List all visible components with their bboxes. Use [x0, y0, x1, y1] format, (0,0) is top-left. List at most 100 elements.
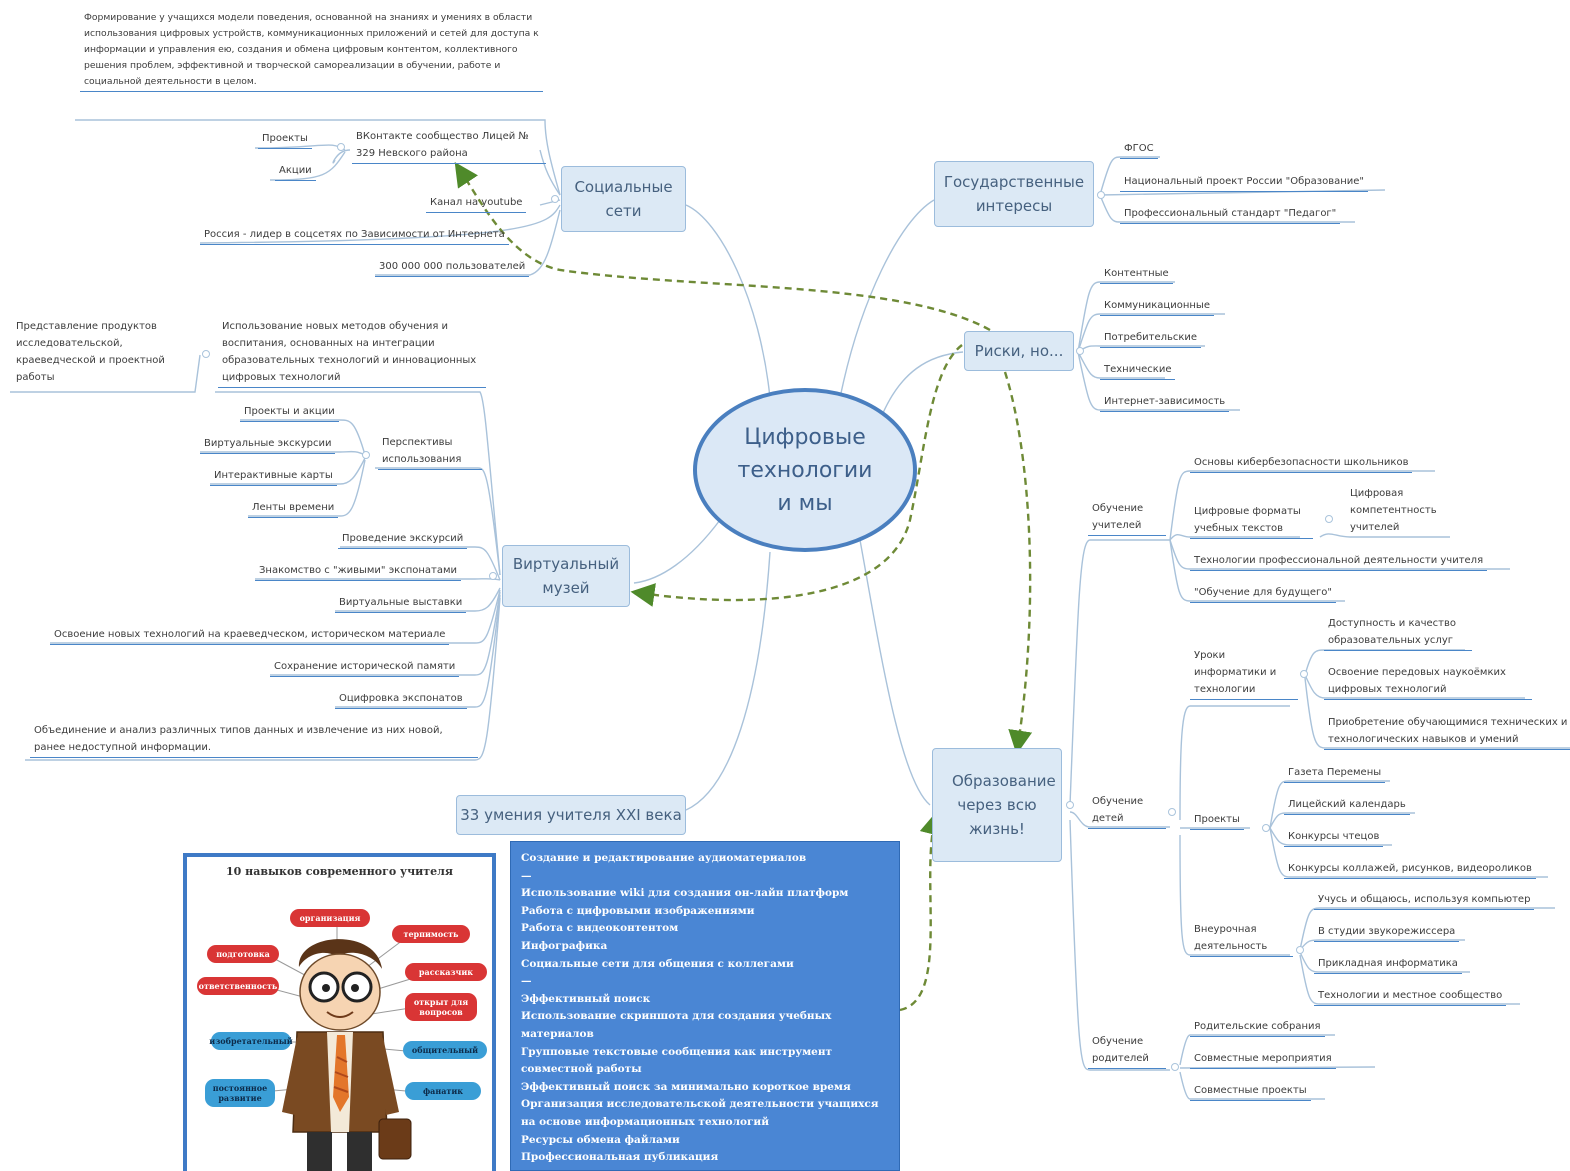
edu-parents-events[interactable]: Совместные мероприятия [1190, 1050, 1336, 1069]
risk-item-consumer[interactable]: Потребительские [1100, 329, 1202, 348]
edu-children-lessons[interactable]: Уроки информатики и технологии [1190, 647, 1298, 700]
edu-teachers-digital-formats[interactable]: Цифровые форматы учебных текстов [1190, 503, 1313, 539]
collapse-dot[interactable] [362, 451, 370, 459]
edu-teachers-future[interactable]: "Обучение для будущего" [1190, 584, 1336, 603]
collapse-dot[interactable] [1262, 824, 1270, 832]
collapse-dot[interactable] [1300, 670, 1308, 678]
state-title-2: интересы [975, 197, 1053, 215]
topic-risks[interactable]: Риски, но... [964, 331, 1074, 371]
collapse-dot[interactable] [489, 572, 497, 580]
topic-social-networks[interactable]: Социальные сети [561, 166, 686, 232]
museum-item-new-tech[interactable]: Освоение новых технологий на краеведческ… [50, 626, 450, 645]
topic-virtual-museum[interactable]: Виртуальный музей [502, 545, 630, 607]
edu-parents-meetings[interactable]: Родительские собрания [1190, 1018, 1325, 1037]
poster-tag-open: открыт для вопросов [405, 993, 477, 1021]
museum-prospect-virtual-tours[interactable]: Виртуальные экскурсии [200, 435, 336, 454]
edu-teachers-technologies[interactable]: Технологии профессиональной деятельности… [1190, 552, 1488, 571]
poster-tag-responsibility: ответственность [197, 977, 279, 995]
poster-tag-preparation: подготовка [207, 945, 279, 963]
poster-tag-storyteller: рассказчик [405, 963, 487, 981]
topic-state-interests[interactable]: Государственные интересы [934, 161, 1094, 227]
museum-analysis[interactable]: Объединение и анализ различных типов дан… [30, 722, 478, 758]
social-actions[interactable]: Акции [275, 162, 316, 181]
teacher-skills-poster: 10 навыков современного учителя организа… [183, 853, 496, 1171]
social-definition: Формирование у учащихся модели поведения… [80, 10, 543, 92]
museum-item-live-exhibits[interactable]: Знакомство с "живыми" экспонатами [255, 562, 462, 581]
poster-tag-inventive: изобретательный [209, 1032, 293, 1050]
edu-project-collages[interactable]: Конкурсы коллажей, рисунков, видеоролико… [1284, 860, 1536, 879]
museum-methods[interactable]: Использование новых методов обучения и в… [218, 318, 486, 388]
poster-tag-organization: организация [290, 909, 370, 927]
social-projects[interactable]: Проекты [258, 130, 312, 149]
state-item-teacher-standard[interactable]: Профессиональный стандарт "Педагог" [1120, 205, 1341, 224]
poster-tag-fanatic: фанатик [405, 1082, 481, 1100]
social-russia-leader[interactable]: Россия - лидер в соцсетях по Зависимости… [200, 226, 509, 245]
museum-prospect-timelines[interactable]: Ленты времени [248, 499, 339, 518]
edu-project-calendar[interactable]: Лицейский календарь [1284, 796, 1410, 815]
museum-item-digitization[interactable]: Оцифровка экспонатов [335, 690, 467, 709]
edu-children-projects[interactable]: Проекты [1190, 811, 1244, 830]
collapse-dot[interactable] [1171, 1063, 1179, 1071]
topic-lifelong-education[interactable]: Образование через всю жизнь! [932, 748, 1062, 862]
poster-tag-tolerance: терпимость [392, 925, 470, 943]
edu-project-newspaper[interactable]: Газета Перемены [1284, 764, 1386, 783]
social-youtube[interactable]: Канал на youtube [426, 194, 527, 213]
social-title-2: сети [605, 202, 642, 220]
poster-title: 10 навыков современного учителя [226, 865, 453, 878]
museum-item-excursions[interactable]: Проведение экскурсий [338, 530, 468, 549]
collapse-dot[interactable] [1168, 808, 1176, 816]
state-item-national-project[interactable]: Национальный проект России "Образование" [1120, 173, 1369, 192]
collapse-dot[interactable] [1066, 801, 1074, 809]
risk-item-addiction[interactable]: Интернет-зависимость [1100, 393, 1230, 412]
edu-extra-community[interactable]: Технологии и местное сообщество [1314, 987, 1507, 1006]
risk-item-content[interactable]: Контентные [1100, 265, 1173, 284]
social-vk-community[interactable]: ВКонтакте сообщество Лицей № 329 Невског… [352, 128, 546, 164]
museum-prospect-maps[interactable]: Интерактивные карты [210, 467, 337, 486]
museum-item-virtual-exhibitions[interactable]: Виртуальные выставки [335, 594, 467, 613]
collapse-dot[interactable] [1325, 515, 1333, 523]
poster-tag-development: постоянное развитие [205, 1079, 275, 1107]
edu-children-lesson-advanced[interactable]: Освоение передовых наукоёмких цифровых т… [1324, 664, 1532, 700]
museum-presentation[interactable]: Представление продуктов исследовательско… [16, 321, 165, 383]
poster-tag-sociable: общительный [403, 1041, 487, 1059]
museum-prospects[interactable]: Перспективы использования [378, 434, 482, 470]
collapse-dot[interactable] [1097, 191, 1105, 199]
collapse-dot[interactable] [202, 350, 210, 358]
edu-extra-applied[interactable]: Прикладная информатика [1314, 955, 1462, 974]
museum-item-memory[interactable]: Сохранение исторической памяти [270, 658, 460, 677]
edu-teachers-cybersecurity[interactable]: Основы кибербезопасности школьников [1190, 454, 1413, 473]
collapse-dot[interactable] [551, 195, 559, 203]
edu-children-extracurricular[interactable]: Внеурочная деятельность [1190, 921, 1293, 957]
teacher-illustration [246, 927, 418, 1171]
skills33-title: 33 умения учителя XXI века [460, 806, 682, 824]
collapse-dot[interactable] [1076, 347, 1084, 355]
state-item-fgos[interactable]: ФГОС [1120, 140, 1158, 159]
edu-extra-computer[interactable]: Учусь и общаюсь, используя компьютер [1314, 891, 1535, 910]
edu-children-label[interactable]: Обучение детей [1088, 793, 1166, 829]
social-users-count[interactable]: 300 000 000 пользователей [375, 258, 530, 277]
edu-children-lesson-skills[interactable]: Приобретение обучающимися технических и … [1324, 714, 1570, 750]
social-title-1: Социальные [574, 178, 673, 196]
topic-33-skills[interactable]: 33 умения учителя XXI века [456, 795, 686, 835]
collapse-dot[interactable] [1296, 946, 1304, 954]
edu-teachers-label[interactable]: Обучение учителей [1088, 500, 1166, 536]
museum-prospect-projects[interactable]: Проекты и акции [240, 403, 339, 422]
central-line-3: и мы [777, 490, 833, 516]
edu-parents-label[interactable]: Обучение родителей [1088, 1033, 1166, 1069]
edu-extra-studio[interactable]: В студии звукорежиссера [1314, 923, 1460, 942]
edu-parents-projects[interactable]: Совместные проекты [1190, 1082, 1311, 1101]
risk-item-technical[interactable]: Технические [1100, 361, 1176, 380]
risks-title: Риски, но... [974, 342, 1064, 360]
collapse-dot[interactable] [337, 143, 345, 151]
edu-children-lesson-quality[interactable]: Доступность и качество образовательных у… [1324, 615, 1472, 651]
edu-teachers-competence[interactable]: Цифровая компетентность учителей [1350, 488, 1437, 533]
risk-item-communication[interactable]: Коммуникационные [1100, 297, 1214, 316]
museum-title-1: Виртуальный [512, 555, 620, 573]
edu-project-readers[interactable]: Конкурсы чтецов [1284, 828, 1384, 847]
central-topic[interactable]: Цифровые технологии и мы [693, 388, 917, 552]
central-line-2: технологии [737, 457, 873, 483]
museum-title-2: музей [542, 579, 590, 597]
skills-list-box: Создание и редактирование аудиоматериало… [510, 841, 900, 1171]
state-title-1: Государственные [943, 173, 1085, 191]
